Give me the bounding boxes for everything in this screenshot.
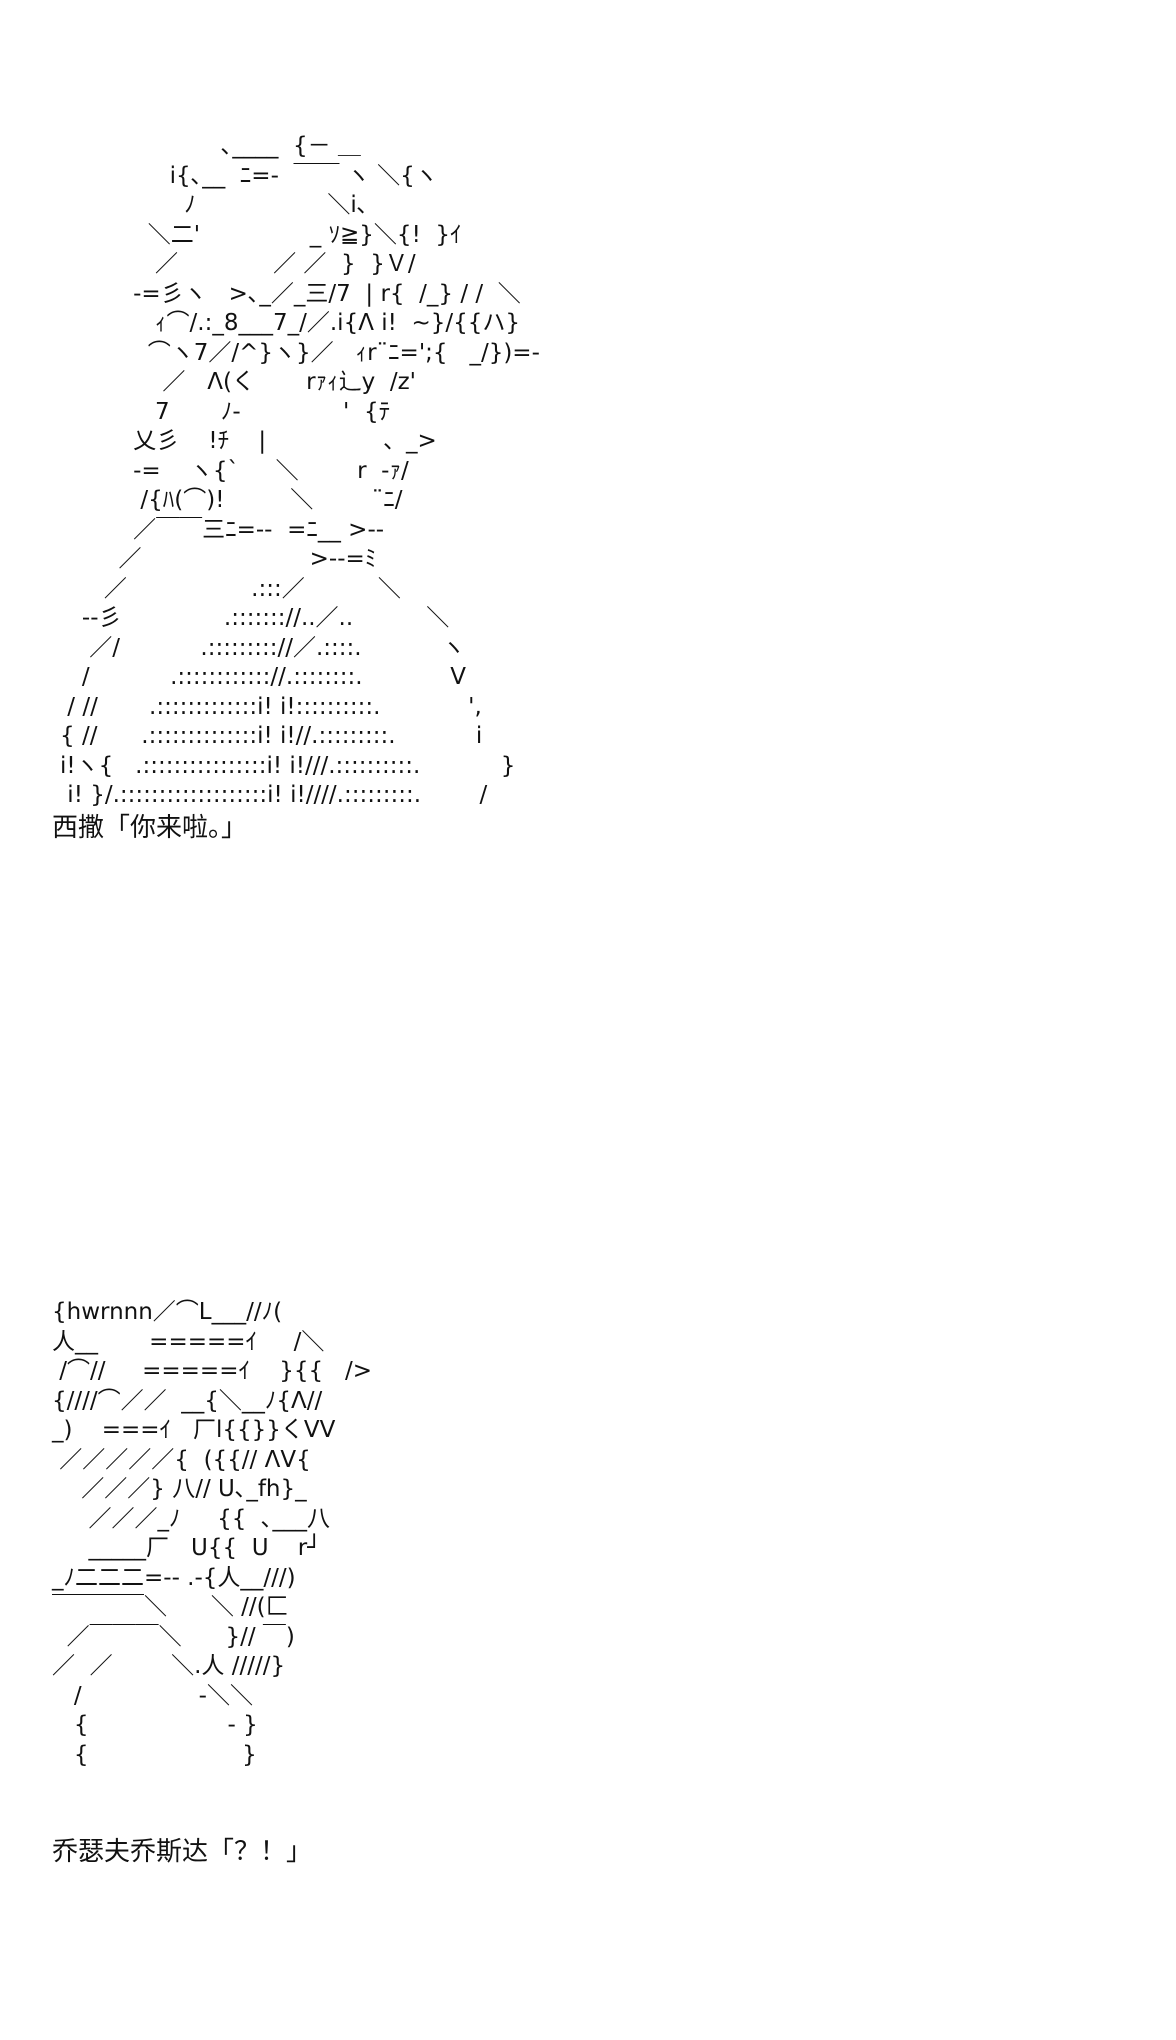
ascii-art-caesar: ､____ {－ ＿ i{､__ ﾆ=- ￣￣ ヽ ＼{ヽ ﾉ ＼i､ ＼二' …	[60, 133, 540, 808]
dialogue-caption-joseph: 乔瑟夫乔斯达「？！」	[52, 1837, 313, 1867]
dialogue-caption-caesar: 西撒「你来啦。」	[52, 813, 248, 843]
ascii-art-joseph: {hwrnnn／⌒L___//ﾉ( 人__ =====ｲ /＼ /⌒// ===…	[52, 1299, 373, 1768]
